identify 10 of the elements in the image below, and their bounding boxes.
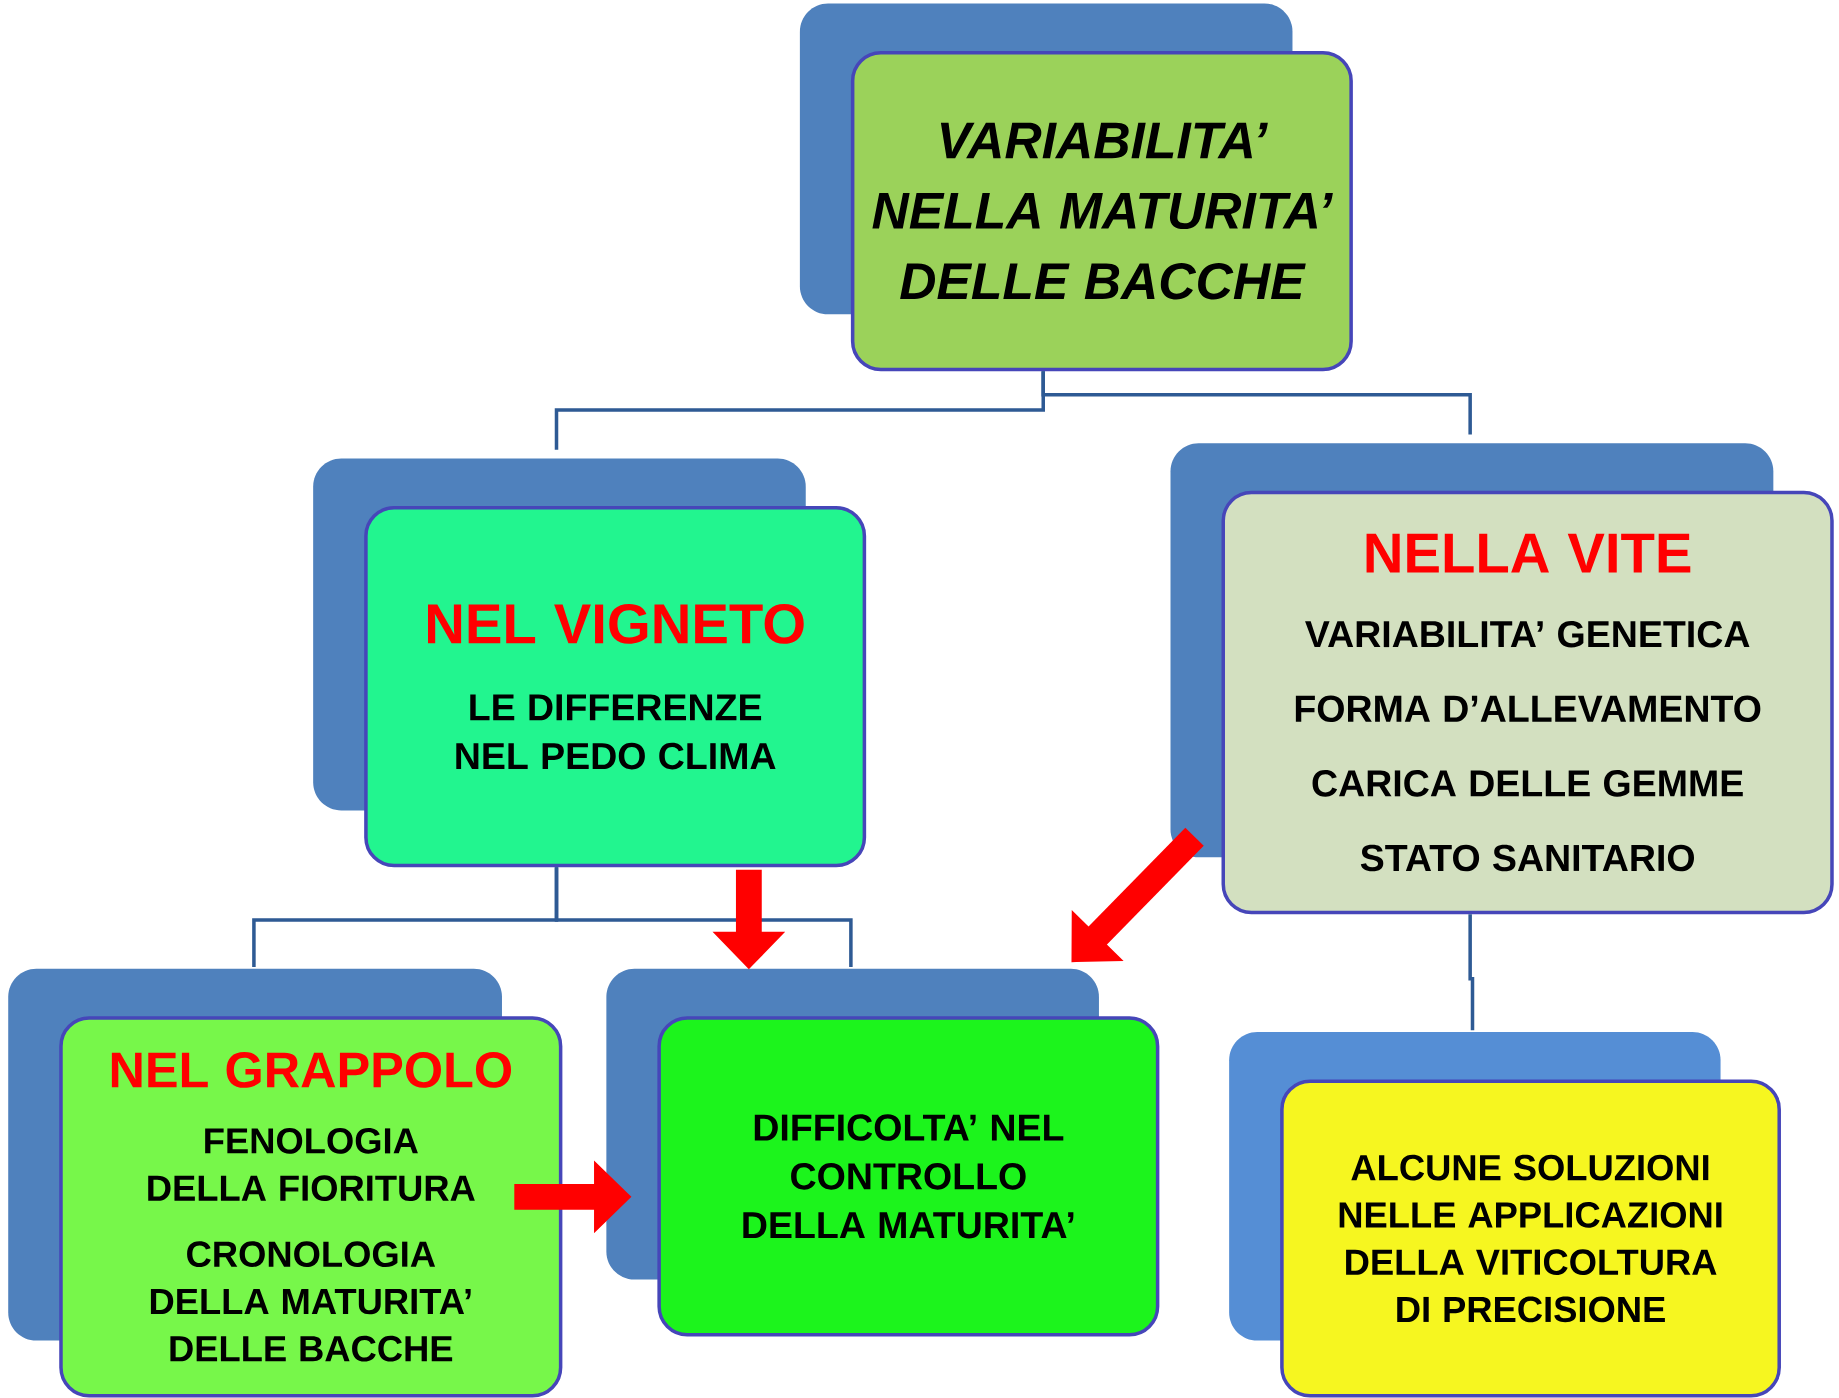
process-box: DIFFICOLTA’ NEL CONTROLLO DELLA MATURITA’ [606,968,1160,1337]
process-box: NEL GRAPPOLO FENOLOGIA DELLA FIORITURA CRONOLOGIA DELLA MATURITA’ DELLE BACCHE [8,968,563,1398]
connector-line [1468,914,1475,1031]
process-box: NELLA VITE VARIABILITA’ GENETICA FORMA D’ALLEVAMENTO CARICA DELLE GEMME STATO SANITARIO [1170,443,1834,915]
process-box: NEL VIGNETO LE DIFFERENZE NEL PEDO CLIMA [313,458,867,868]
connector-line [1041,371,1472,435]
connector-line [554,867,853,967]
process-box: VARIABILITA’ NELLA MATURITA’ DELLE BACCHE [799,3,1353,372]
block-arrow [1071,827,1204,963]
process-box: ALCUNE SOLUZIONI NELLE APPLICAZIONI DELLA VITICOLTURA DI PRECISIONE [1229,1032,1781,1398]
